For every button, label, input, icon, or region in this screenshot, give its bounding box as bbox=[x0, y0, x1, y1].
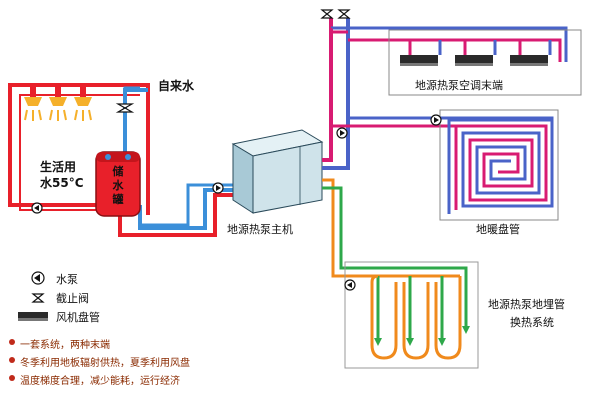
fan-coil-icon bbox=[455, 55, 493, 66]
legend-valve-label: 截止阀 bbox=[56, 292, 89, 305]
ground-orange-main bbox=[322, 178, 460, 278]
note-1: 一套系统，两种末端 bbox=[20, 340, 110, 351]
valve-icon bbox=[115, 103, 135, 113]
legend-valve-icon bbox=[31, 293, 45, 303]
shower-head-3 bbox=[74, 85, 92, 121]
riser-magenta bbox=[322, 18, 333, 162]
domestic-temp-label: 水55°C bbox=[40, 176, 84, 190]
fan-coil-icon bbox=[400, 55, 438, 66]
pump-icon bbox=[430, 114, 442, 126]
storage-tank bbox=[95, 151, 141, 217]
pump-icon bbox=[344, 279, 356, 291]
pump-icon bbox=[31, 202, 43, 214]
ac-supply-top bbox=[331, 26, 568, 62]
ac-return-top bbox=[348, 38, 562, 62]
shower-head-2 bbox=[49, 85, 67, 121]
note-3: 温度梯度合理，减少能耗，运行经济 bbox=[20, 376, 180, 387]
legend-pump-icon bbox=[31, 271, 45, 285]
host-link-blue-2 bbox=[140, 183, 233, 227]
domestic-water-label: 生活用 bbox=[40, 160, 77, 174]
storage-tank-label: 储水罐 bbox=[112, 165, 124, 206]
pump-icon bbox=[212, 182, 224, 194]
floor-coil-system bbox=[331, 109, 559, 221]
pump-icon bbox=[336, 127, 348, 139]
legend-fan-coil-icon bbox=[18, 312, 48, 321]
host-supply-red bbox=[118, 193, 233, 237]
ground-green-main bbox=[322, 186, 468, 330]
host-label: 地源热泵主机 bbox=[227, 223, 293, 236]
domestic-water-loop bbox=[8, 83, 233, 237]
tap-water-pipe bbox=[123, 88, 148, 160]
legend-pump-label: 水泵 bbox=[56, 273, 78, 286]
riser-blue bbox=[322, 18, 350, 170]
floor-spiral-magenta bbox=[454, 124, 548, 210]
tap-water-vertical bbox=[123, 86, 140, 90]
ground-loop-label-2: 换热系统 bbox=[510, 316, 554, 329]
floor-coil-label: 地暖盘管 bbox=[476, 223, 520, 236]
shower-head-1 bbox=[24, 85, 42, 121]
valve-icon bbox=[320, 9, 334, 19]
ground-loop-system bbox=[322, 178, 479, 369]
shower-heads bbox=[24, 85, 92, 121]
ac-terminal-label: 地源热泵空调末端 bbox=[415, 79, 503, 92]
riser-link-top bbox=[329, 28, 348, 34]
ac-terminal-box bbox=[388, 29, 582, 96]
tap-water-label: 自来水 bbox=[158, 79, 195, 93]
heat-pump-host bbox=[231, 129, 324, 214]
floor-spiral-blue bbox=[447, 118, 554, 214]
legend-fan-coil-label: 风机盘管 bbox=[56, 311, 100, 324]
ac-risers bbox=[322, 18, 568, 170]
fan-coil-icon bbox=[510, 55, 548, 66]
valve-icon bbox=[337, 9, 351, 19]
legend-bullets bbox=[9, 339, 15, 381]
ground-loop-label-1: 地源热泵地埋管 bbox=[488, 298, 565, 311]
note-2: 冬季利用地板辐射供热，夏季利用风盘 bbox=[20, 358, 190, 369]
